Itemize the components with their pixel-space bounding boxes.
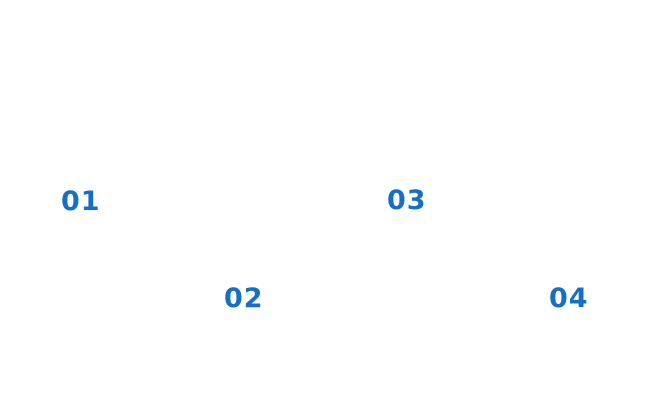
step-number-02: 02 [224,283,264,314]
step-number-01: 01 [61,186,101,217]
step-number-04: 04 [549,283,589,314]
step-number-03: 03 [387,185,427,216]
